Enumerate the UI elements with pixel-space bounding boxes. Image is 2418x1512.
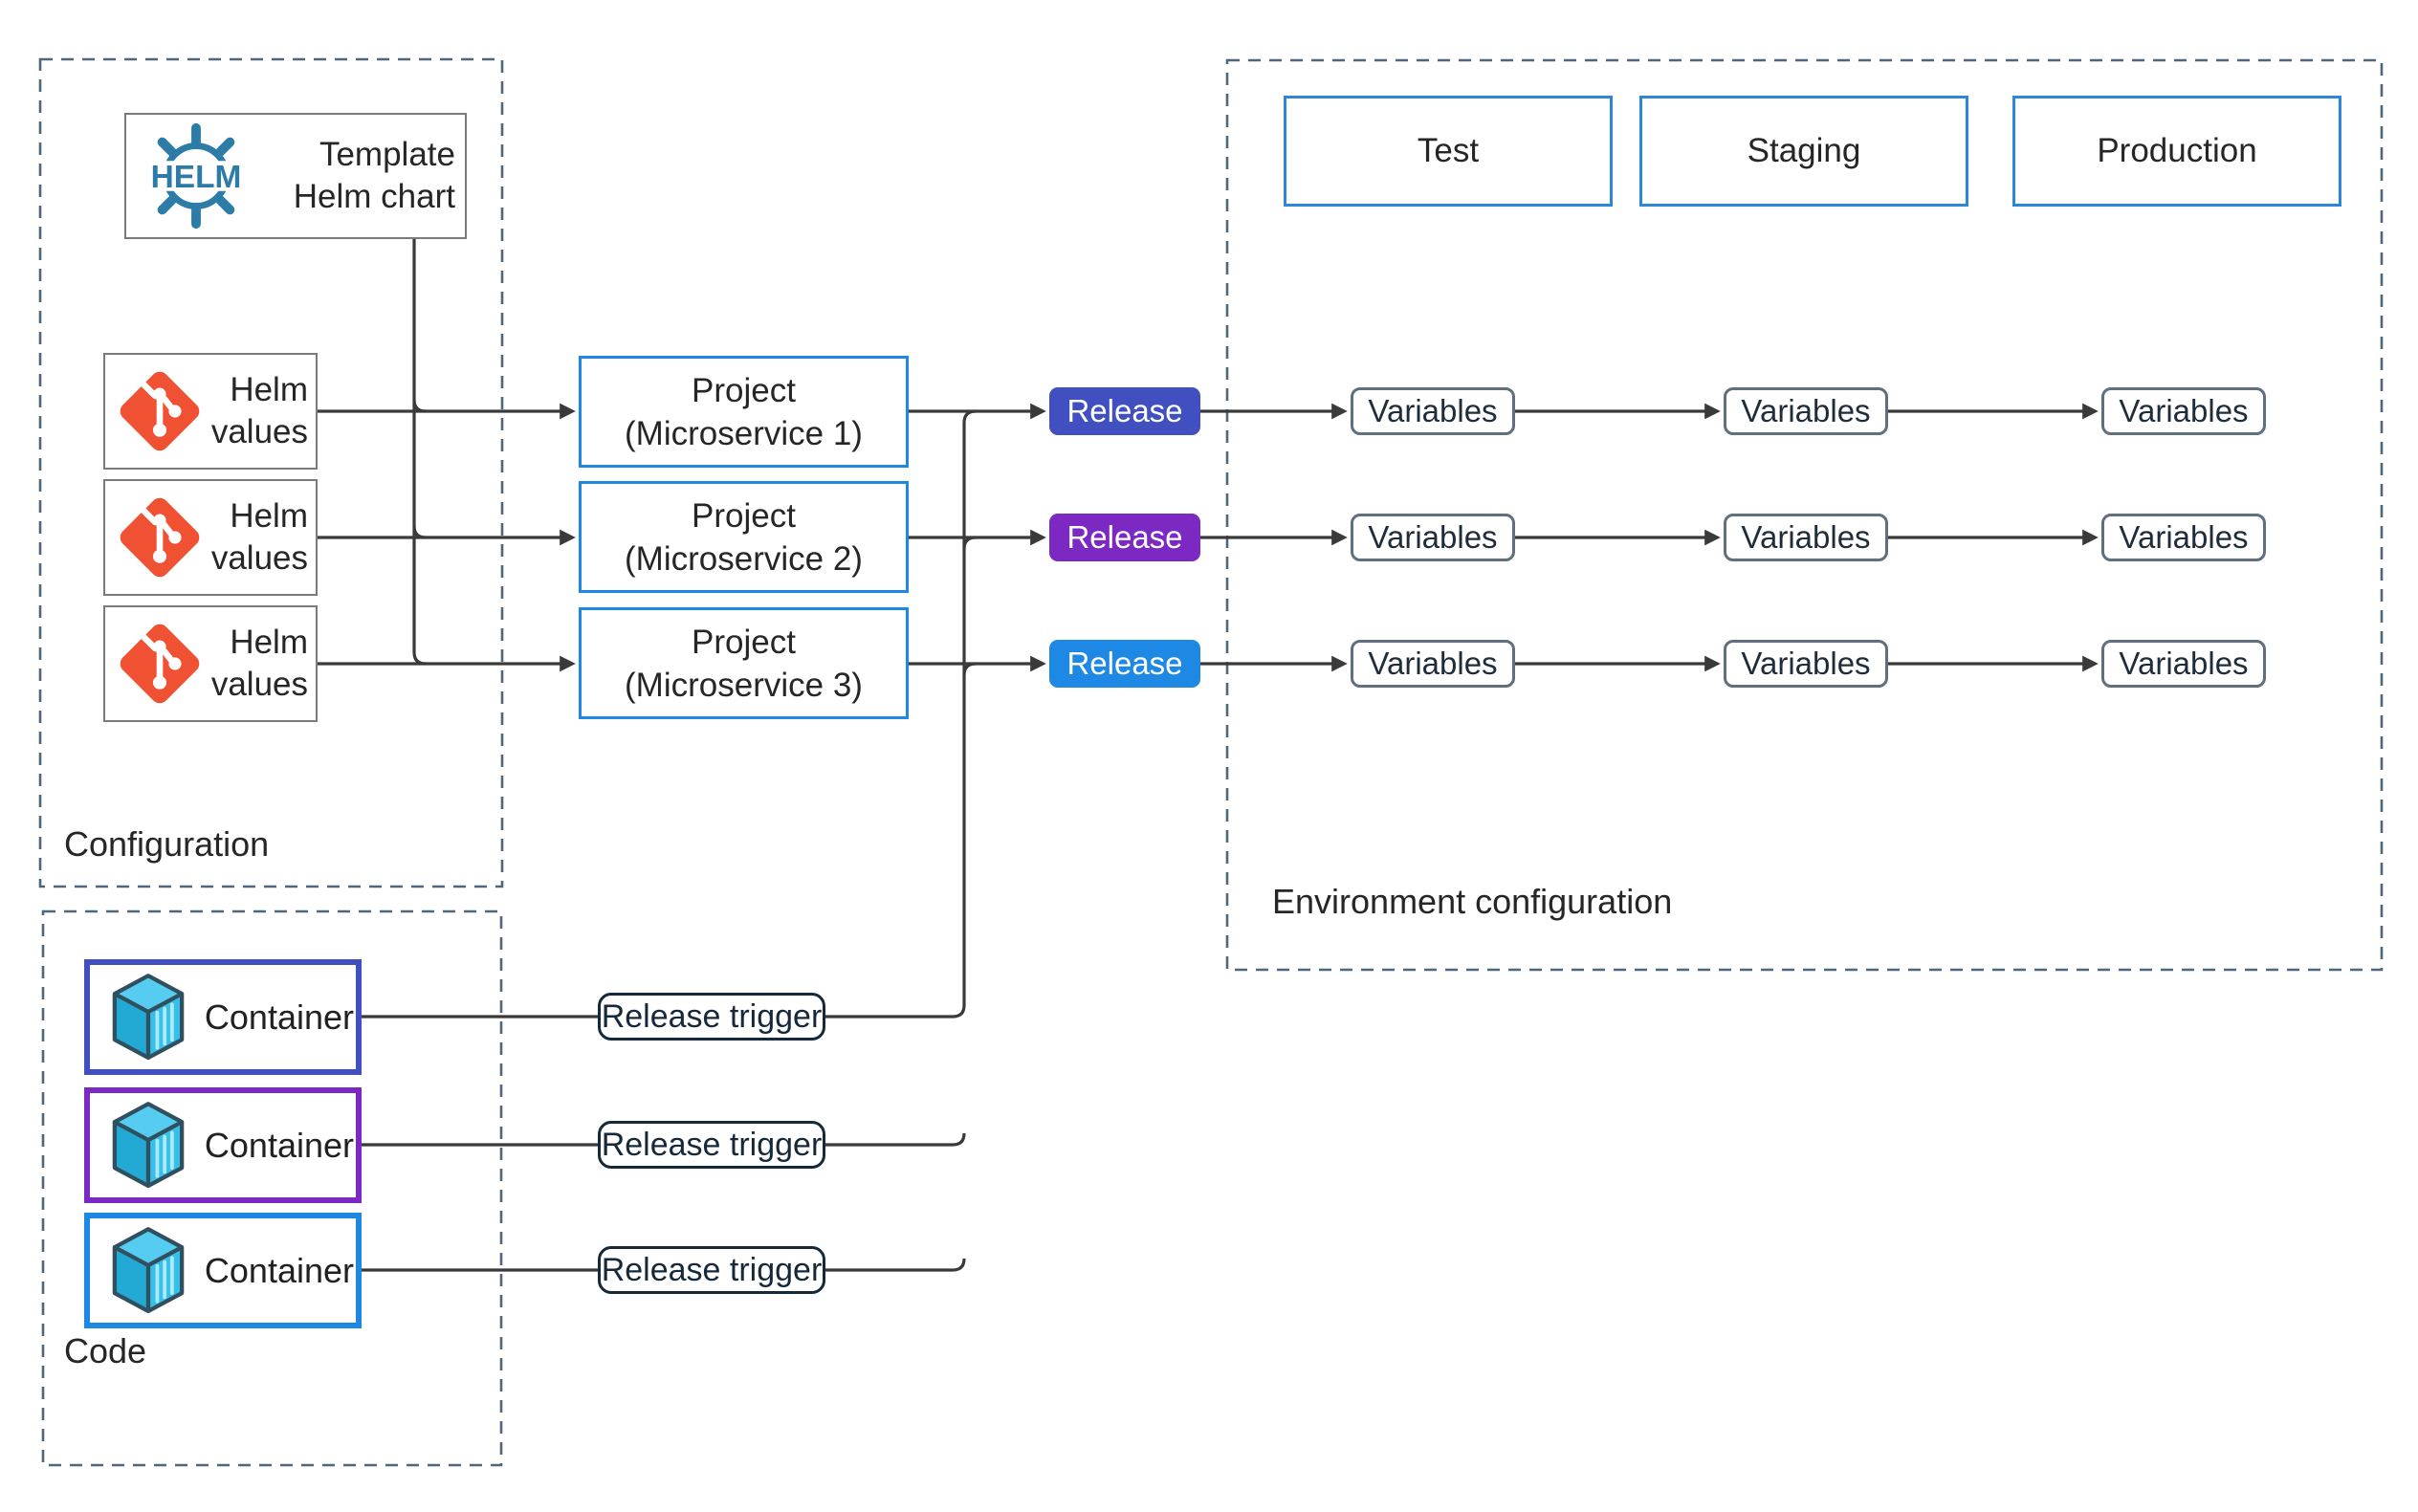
variables-box-production-r2: Variables: [2101, 514, 2266, 561]
configuration-region-label: Configuration: [64, 824, 270, 864]
variables-box-staging-r3: Variables: [1724, 640, 1888, 688]
container-cube-icon: [112, 973, 185, 1060]
trunk-merge-row2: [962, 536, 977, 550]
container-label: Container: [204, 1125, 354, 1165]
stage-box-production: Production: [2012, 96, 2341, 207]
trigger2-merge-line: [825, 1132, 966, 1147]
variables-box-test-r2: Variables: [1351, 514, 1515, 561]
stage-box-test: Test: [1284, 96, 1613, 207]
release-badge-2: Release: [1049, 514, 1200, 561]
template-helm-chart-label: Template Helm chart: [293, 136, 455, 215]
variables-box-production-r1: Variables: [2101, 387, 2266, 435]
connectors: [318, 239, 2099, 1272]
container-cube-icon: [112, 1101, 185, 1188]
git-icon: [120, 497, 200, 578]
trigger1-trunk-line: [825, 409, 977, 1019]
helm-values-label: Helm values: [210, 497, 308, 577]
environment-region-label: Environment configuration: [1272, 882, 1673, 921]
project-box-microservice-3: Project (Microservice 3): [579, 607, 909, 719]
template-merge-row2: [412, 525, 427, 539]
helm-values-box-2: Helm values: [103, 479, 318, 596]
helm-values-label: Helm values: [210, 624, 308, 703]
release-trigger-box-3: Release trigger: [598, 1246, 825, 1294]
container-box-3: Container: [84, 1213, 362, 1328]
variables-box-test-r1: Variables: [1351, 387, 1515, 435]
release-badge-3: Release: [1049, 640, 1200, 688]
container-box-2: Container: [84, 1087, 362, 1203]
helm-logo-icon: HELM: [146, 122, 246, 230]
trunk-merge-row3: [962, 662, 977, 676]
variables-box-test-r3: Variables: [1351, 640, 1515, 688]
variables-box-staging-r1: Variables: [1724, 387, 1888, 435]
container-label: Container: [204, 997, 354, 1037]
variables-box-production-r3: Variables: [2101, 640, 2266, 688]
release-badge-1: Release: [1049, 387, 1200, 435]
container-label: Container: [204, 1250, 354, 1290]
helm-values-box-1: Helm values: [103, 353, 318, 470]
code-region-outline: [41, 909, 503, 1467]
template-trunk-line: [412, 239, 427, 666]
helm-logo-text: HELM: [151, 160, 242, 195]
release-trigger-box-1: Release trigger: [598, 993, 825, 1041]
git-icon: [120, 624, 200, 704]
variables-box-staging-r2: Variables: [1724, 514, 1888, 561]
container-cube-icon: [112, 1226, 185, 1313]
trigger3-merge-line: [825, 1258, 966, 1272]
helm-values-box-3: Helm values: [103, 605, 318, 722]
project-box-microservice-2: Project (Microservice 2): [579, 481, 909, 593]
environment-region-outline: [1225, 58, 2384, 972]
helm-values-label: Helm values: [210, 371, 308, 450]
code-region-label: Code: [64, 1331, 147, 1370]
release-trigger-box-2: Release trigger: [598, 1121, 825, 1169]
template-merge-row1: [412, 399, 427, 413]
container-box-1: Container: [84, 959, 362, 1075]
stage-box-staging: Staging: [1639, 96, 1968, 207]
template-helm-chart-box: HELM Template Helm chart: [124, 113, 467, 239]
project-box-microservice-1: Project (Microservice 1): [579, 356, 909, 468]
configuration-region-outline: [38, 57, 504, 888]
git-icon: [120, 371, 200, 451]
